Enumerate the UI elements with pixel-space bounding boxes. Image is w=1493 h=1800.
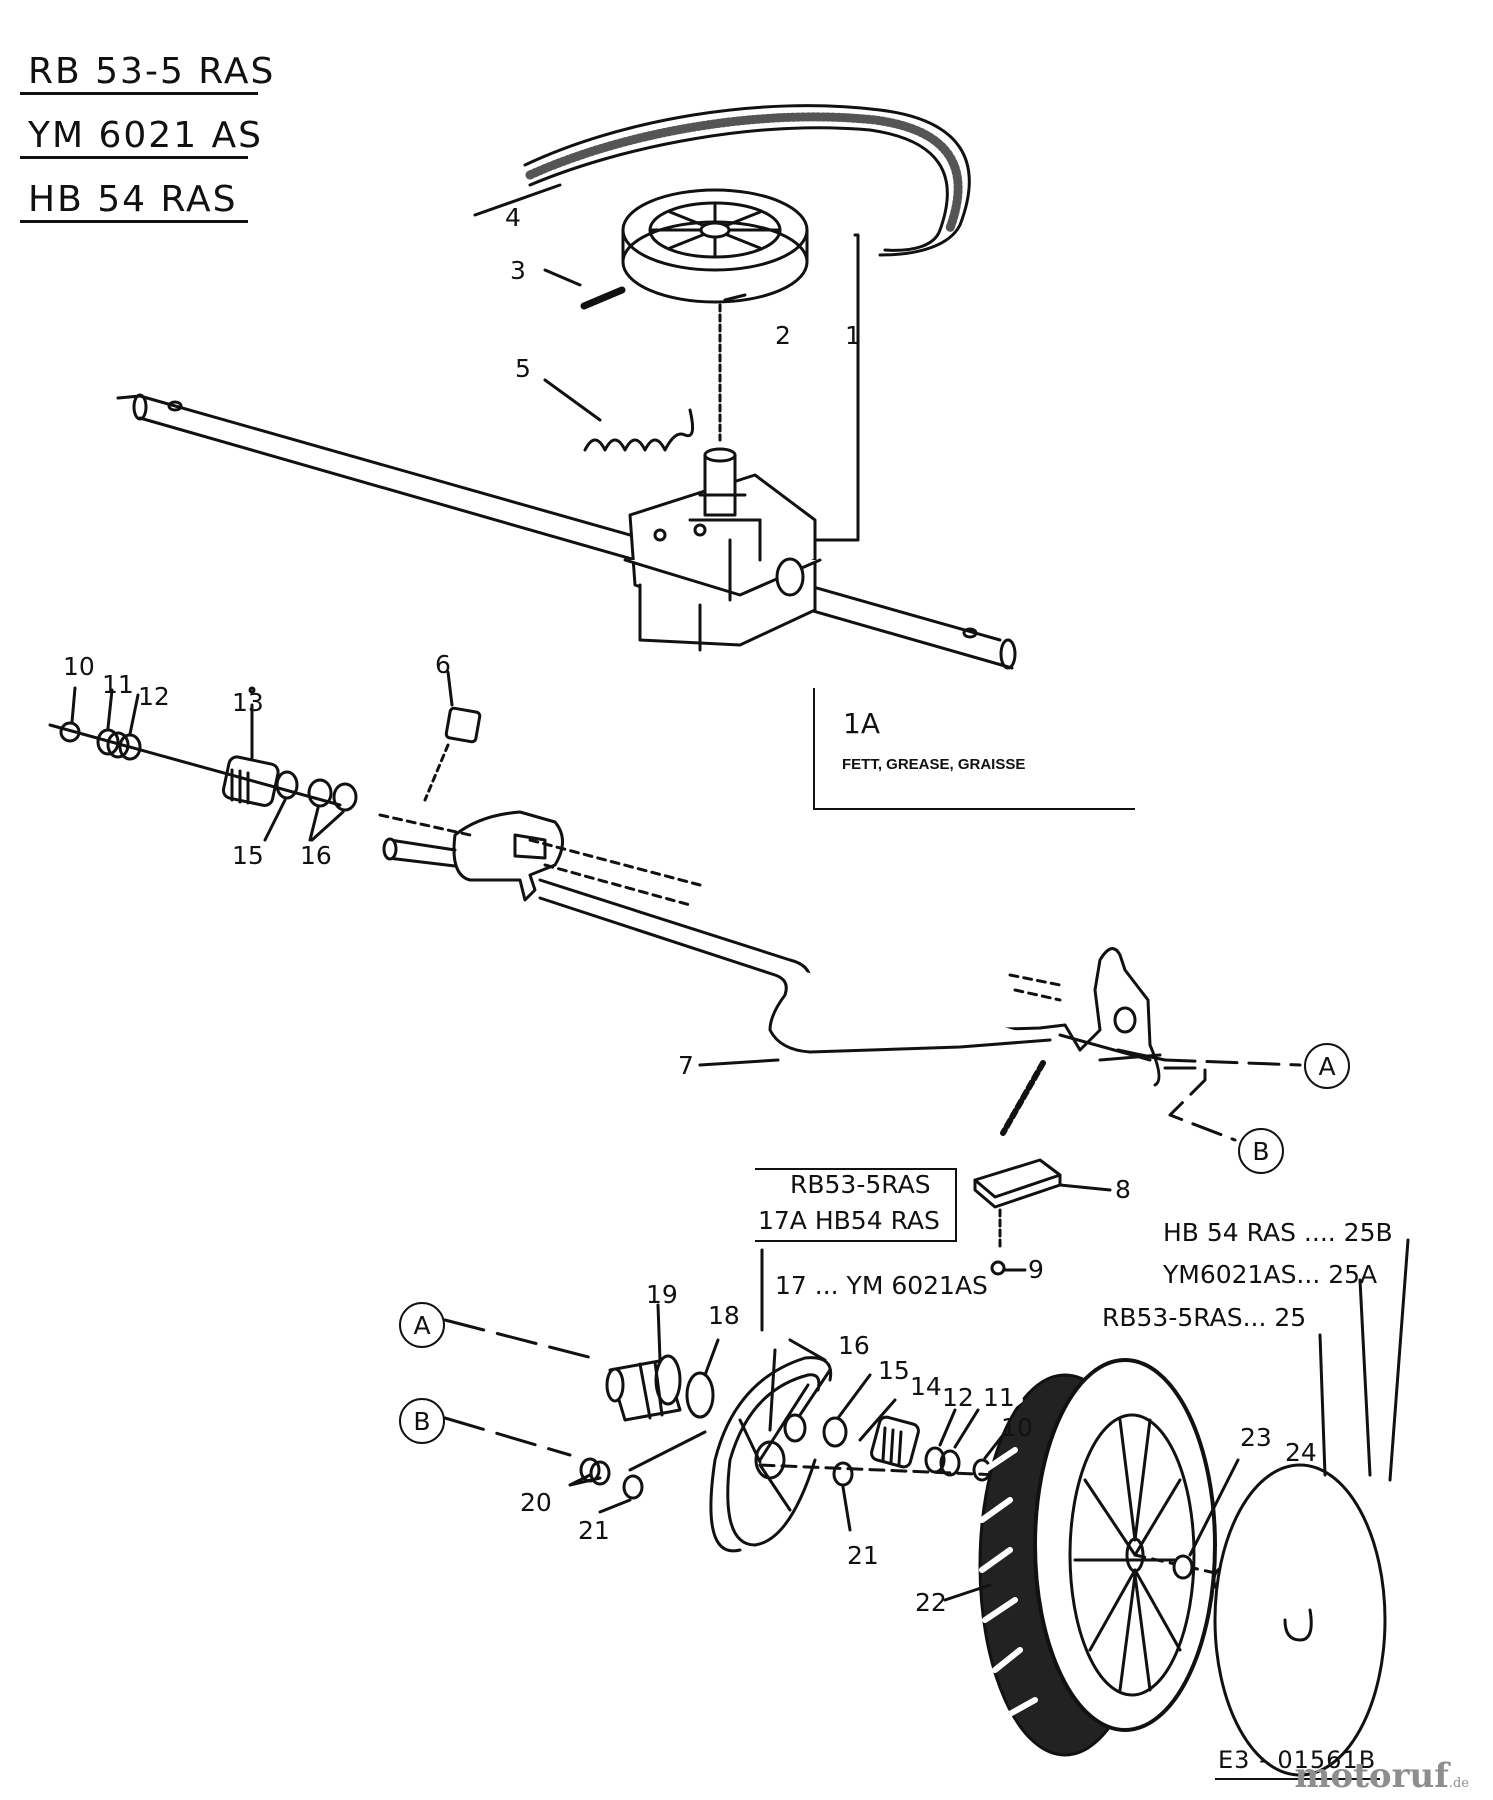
nut-20b bbox=[589, 1460, 611, 1486]
washer-15b bbox=[822, 1416, 848, 1448]
pulley bbox=[621, 188, 809, 304]
model-2-underline bbox=[20, 156, 248, 159]
part-label-1: 1 bbox=[845, 321, 861, 350]
part-label-21b: 21 bbox=[847, 1541, 879, 1570]
part-label-2: 2 bbox=[775, 321, 791, 350]
part-label-20: 20 bbox=[520, 1488, 552, 1517]
part-label-5: 5 bbox=[515, 354, 531, 383]
grease-note-id: 1A bbox=[843, 707, 880, 740]
variant-wheel-ym6021: YM6021AS... 25A bbox=[1163, 1260, 1378, 1289]
variant-wheel-rb53: RB53-5RAS... 25 bbox=[1102, 1303, 1307, 1332]
drive-belt bbox=[523, 104, 971, 257]
part-label-14: 14 bbox=[910, 1372, 942, 1401]
part-label-7: 7 bbox=[678, 1051, 694, 1080]
plate bbox=[973, 1158, 1062, 1199]
height-adjust-lever bbox=[382, 810, 1167, 1087]
part-label-13: 13 bbox=[232, 688, 264, 717]
pin bbox=[580, 286, 626, 310]
screw bbox=[990, 1260, 1006, 1276]
variant-rb53: RB53-5RAS bbox=[790, 1170, 931, 1199]
part-label-15a: 15 bbox=[232, 841, 264, 870]
model-3: HB 54 RAS bbox=[28, 179, 238, 220]
grease-note-text: FETT, GREASE, GRAISSE bbox=[842, 756, 1026, 773]
variant-frame bbox=[755, 1168, 957, 1242]
part-label-23: 23 bbox=[1240, 1423, 1272, 1452]
model-2: YM 6021 AS bbox=[28, 115, 264, 156]
washer-21a bbox=[622, 1474, 644, 1500]
part-label-12b: 12 bbox=[942, 1383, 974, 1412]
gearbox bbox=[623, 447, 822, 652]
part-label-6: 6 bbox=[435, 650, 451, 679]
part-label-24: 24 bbox=[1285, 1438, 1317, 1467]
washer-23 bbox=[1172, 1554, 1194, 1580]
washer-21b bbox=[832, 1461, 854, 1487]
part-label-15b: 15 bbox=[878, 1356, 910, 1385]
part-label-19: 19 bbox=[646, 1280, 678, 1309]
variant-ym6021-17: 17 ... YM 6021AS bbox=[775, 1271, 988, 1300]
part-label-11a: 11 bbox=[102, 670, 134, 699]
washer-16b bbox=[332, 782, 358, 812]
hub-cap bbox=[1213, 1238, 1410, 1777]
model-3-underline bbox=[20, 220, 248, 223]
connector-b-top: B bbox=[1238, 1128, 1284, 1174]
drive-pinion bbox=[605, 1303, 720, 1422]
spring bbox=[583, 408, 695, 452]
variant-wheel-hb54: HB 54 RAS .... 25B bbox=[1163, 1218, 1393, 1247]
gear-cover bbox=[709, 1248, 833, 1553]
part-label-10b: 10 bbox=[1001, 1413, 1033, 1442]
variant-hb54-17a: 17A HB54 RAS bbox=[758, 1206, 940, 1235]
bearing-block bbox=[444, 706, 482, 744]
part-label-18: 18 bbox=[708, 1301, 740, 1330]
model-1: RB 53-5 RAS bbox=[28, 51, 276, 92]
connector-a-top: A bbox=[1304, 1043, 1350, 1089]
washer-15 bbox=[275, 770, 299, 800]
model-1-underline bbox=[20, 92, 258, 95]
part-label-22: 22 bbox=[915, 1588, 947, 1617]
drawing-code: E3 - 01561B bbox=[1218, 1746, 1377, 1774]
drawing-code-underline bbox=[1215, 1778, 1380, 1780]
connector-b-bottom: B bbox=[399, 1398, 445, 1444]
part-label-4: 4 bbox=[505, 203, 521, 232]
part-label-12a: 12 bbox=[138, 682, 170, 711]
part-label-16b: 16 bbox=[838, 1331, 870, 1360]
gear-right bbox=[870, 1415, 920, 1469]
drive-axle bbox=[116, 393, 1017, 670]
part-label-21a: 21 bbox=[578, 1516, 610, 1545]
gear-left bbox=[221, 686, 280, 807]
left-washers bbox=[48, 686, 342, 807]
washer-16a bbox=[307, 778, 333, 808]
grease-note-box bbox=[813, 688, 1135, 810]
part-label-8: 8 bbox=[1115, 1175, 1131, 1204]
washer-11b bbox=[939, 1449, 961, 1477]
wheel bbox=[978, 1358, 1217, 1757]
connector-a-bottom: A bbox=[399, 1302, 445, 1348]
part-label-10a: 10 bbox=[63, 652, 95, 681]
part-label-16a: 16 bbox=[300, 841, 332, 870]
part-label-11b: 11 bbox=[983, 1383, 1015, 1412]
part-label-9: 9 bbox=[1028, 1255, 1044, 1284]
watermark-logo: motoruf.de bbox=[1294, 1756, 1469, 1796]
part-label-3: 3 bbox=[510, 256, 526, 285]
washer-16c bbox=[783, 1413, 807, 1443]
